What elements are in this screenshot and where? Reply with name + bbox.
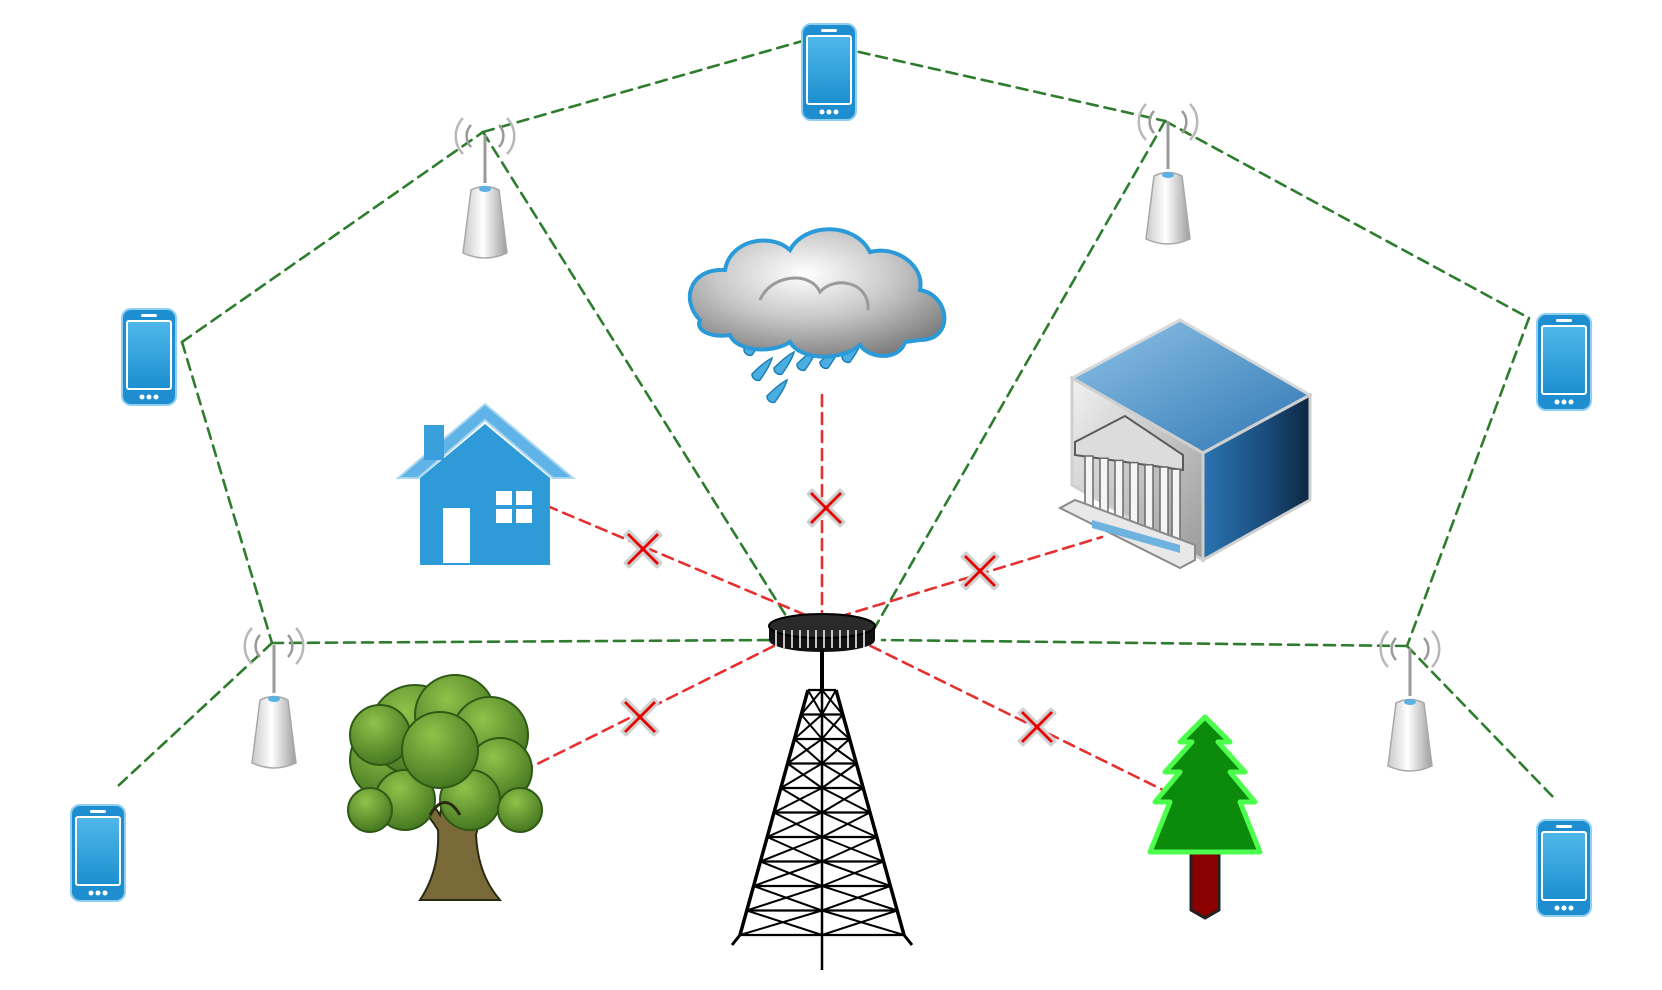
nodes-layer	[70, 23, 1592, 970]
blocked-x-icon-house	[623, 529, 663, 569]
relay-link-ap-bottom-left-tower	[270, 638, 780, 645]
blocked-x-icon-cloud	[806, 488, 846, 528]
relay-link-ap-bottom-right-tower	[880, 638, 1409, 648]
relay-link-ap-top-right-tower	[872, 119, 1167, 631]
relay-link-ap-bottom-right-phone-bottom-right	[1405, 644, 1557, 801]
blocked-x-icon-pine-tree	[1017, 707, 1057, 747]
blocked-link-pine-tree	[820, 620, 1165, 792]
smartphone-icon-phone-bottom-right	[1536, 819, 1592, 917]
relay-link-ap-top-left-phone-top	[481, 38, 808, 134]
storm-cloud-icon	[687, 227, 947, 404]
wireless-access-point-icon-ap-bottom-right	[1379, 630, 1441, 772]
links-layer	[116, 38, 1557, 801]
wireless-access-point-icon-ap-top-left	[454, 117, 516, 259]
cell-tower-icon	[730, 613, 914, 970]
smartphone-icon-phone-right	[1536, 313, 1592, 411]
smartphone-icon-phone-top	[801, 23, 857, 121]
relay-link-ap-bottom-left-phone-bottom-left	[116, 641, 274, 788]
relay-link-phone-top-ap-top-right	[804, 38, 1167, 123]
pine-tree-icon	[1147, 714, 1263, 920]
smartphone-icon-phone-left	[121, 308, 177, 406]
wireless-access-point-icon-ap-top-right	[1137, 103, 1199, 245]
markers-layer	[620, 488, 1057, 747]
relay-link-ap-top-left-tower	[481, 130, 795, 629]
wireless-access-point-icon-ap-bottom-left	[243, 627, 305, 769]
relay-link-phone-left-ap-top-left	[180, 130, 485, 344]
blocked-x-icon-oak-tree	[620, 697, 660, 737]
oak-tree-icon	[347, 674, 543, 901]
house-icon	[395, 402, 576, 565]
blocked-link-house	[543, 503, 824, 624]
relay-link-phone-right-ap-bottom-right	[1405, 316, 1531, 648]
building-icon	[1057, 318, 1314, 570]
relay-link-ap-top-right-phone-right	[1163, 119, 1531, 320]
relay-link-phone-left-ap-bottom-left	[180, 340, 274, 645]
smartphone-icon-phone-bottom-left	[70, 804, 126, 902]
blocked-link-building	[820, 535, 1104, 624]
blocked-x-icon-building	[960, 551, 1000, 591]
